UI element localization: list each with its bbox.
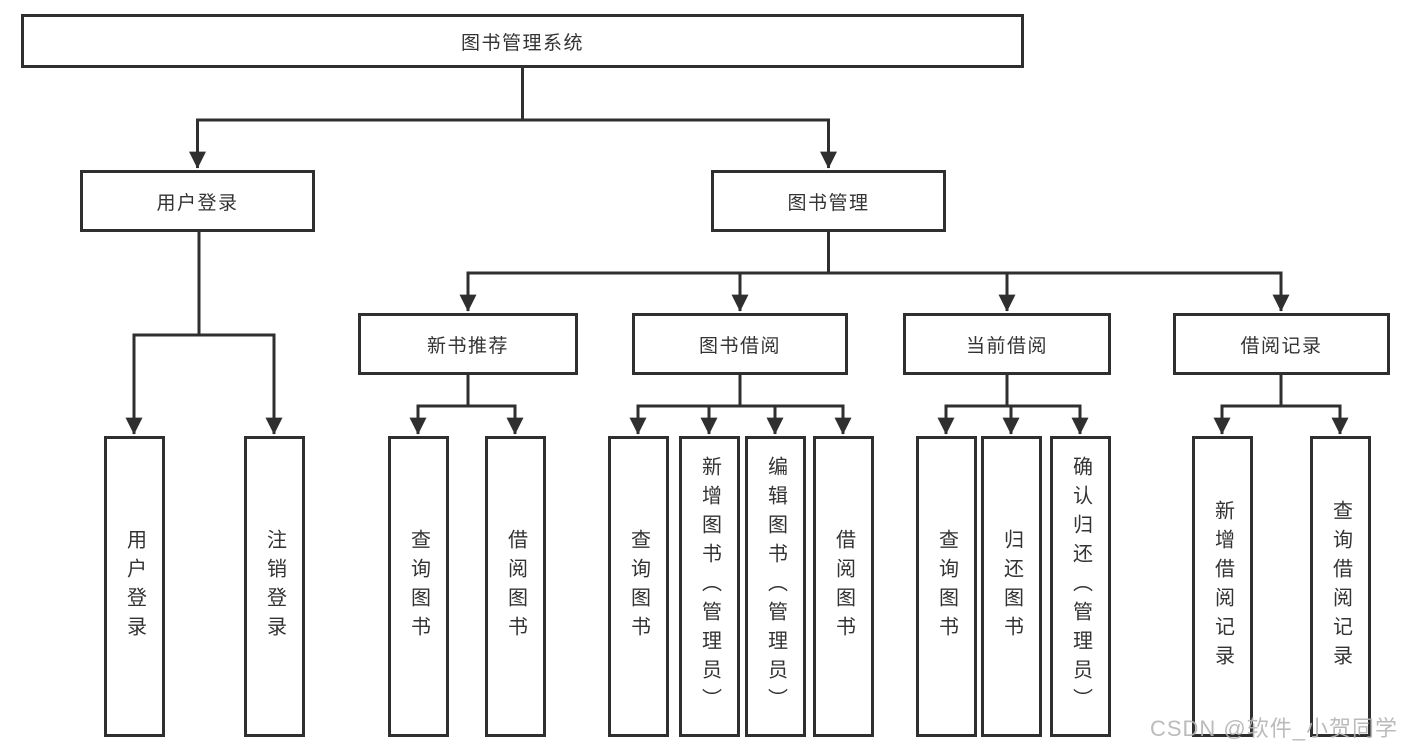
node-label: 借阅图书: [832, 528, 855, 645]
node-label: 查询图书: [407, 528, 430, 645]
node-user-login: 用户登录: [80, 170, 315, 232]
csdn-watermark: CSDN @软件_小贺同学: [1149, 716, 1398, 741]
node-label: 图书借阅: [698, 335, 781, 357]
leaf-confirm-return-admin: 确认归还（管理员）: [1050, 436, 1111, 737]
node-current-borrow: 当前借阅: [903, 313, 1111, 375]
node-label: 新书推荐: [426, 335, 509, 357]
node-label: 图书管理系统: [460, 32, 584, 54]
node-book-management: 图书管理: [711, 170, 946, 232]
connector-group: [125, 68, 1349, 435]
node-label: 查询借阅记录: [1329, 499, 1352, 674]
leaf-return-books: 归还图书: [981, 436, 1042, 737]
node-label: 用户登录: [123, 528, 146, 645]
node-label: 借阅记录: [1240, 335, 1323, 357]
node-new-book-recommend: 新书推荐: [358, 313, 578, 375]
node-library-management-system: 图书管理系统: [21, 14, 1024, 68]
leaf-query-borrow-record: 查询借阅记录: [1310, 436, 1371, 737]
node-label: 确认归还（管理员）: [1069, 456, 1092, 717]
node-label: 用户登录: [156, 192, 239, 214]
node-label: 编辑图书（管理员）: [764, 456, 787, 717]
node-label: 归还图书: [1000, 528, 1023, 645]
leaf-user-login: 用户登录: [104, 436, 165, 737]
node-borrow-records: 借阅记录: [1173, 313, 1390, 375]
leaf-borrow-books: 借阅图书: [813, 436, 874, 737]
node-label: 注销登录: [263, 528, 286, 645]
leaf-edit-books-admin: 编辑图书（管理员）: [745, 436, 806, 737]
leaf-add-borrow-record: 新增借阅记录: [1192, 436, 1253, 737]
leaf-query-books-recommend: 查询图书: [388, 436, 449, 737]
leaf-query-books-current: 查询图书: [916, 436, 977, 737]
node-book-borrow: 图书借阅: [632, 313, 848, 375]
node-label: 新增借阅记录: [1211, 499, 1234, 674]
leaf-borrow-books-recommend: 借阅图书: [485, 436, 546, 737]
leaf-logout: 注销登录: [244, 436, 305, 737]
node-label: 图书管理: [787, 192, 870, 214]
node-label: 当前借阅: [965, 335, 1048, 357]
leaf-add-books-admin: 新增图书（管理员）: [679, 436, 740, 737]
node-label: 查询图书: [935, 528, 958, 645]
leaf-query-books-borrow: 查询图书: [608, 436, 669, 737]
node-label: 新增图书（管理员）: [698, 456, 721, 717]
node-label: 借阅图书: [504, 528, 527, 645]
node-label: 查询图书: [627, 528, 650, 645]
